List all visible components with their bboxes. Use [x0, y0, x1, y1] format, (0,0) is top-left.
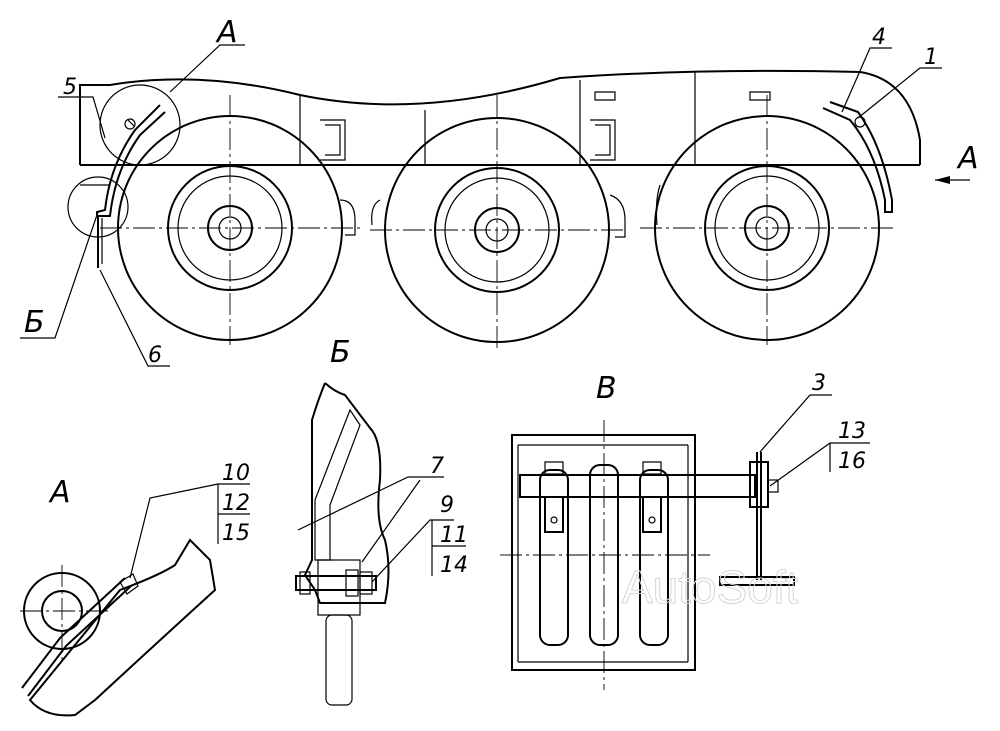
callout-1: 1 — [924, 45, 938, 70]
main-detail-a-label: А — [215, 15, 238, 50]
callout-7: 7 — [430, 454, 444, 479]
detail-b-view — [295, 382, 454, 706]
callout-9: 9 — [440, 493, 454, 518]
watermark: AutoSoft — [622, 561, 799, 613]
detail-a-title: А — [48, 475, 71, 510]
trailer-side-view — [20, 44, 970, 367]
callout-11: 11 — [440, 523, 468, 548]
detail-b-circle — [67, 176, 129, 238]
main-detail-b-label: Б — [24, 305, 45, 340]
wheel-1 — [100, 95, 360, 345]
callout-4: 4 — [872, 25, 886, 50]
wheel-3 — [640, 95, 895, 345]
callout-10: 10 — [222, 461, 250, 486]
view-v-title: В — [596, 371, 617, 406]
detail-b-title: Б — [330, 335, 351, 370]
detail-a-circle — [99, 84, 181, 166]
callout-13: 13 — [838, 419, 866, 444]
callout-12: 12 — [222, 491, 250, 516]
callout-16: 16 — [838, 449, 866, 474]
detail-a-view — [20, 483, 219, 717]
callout-15: 15 — [222, 521, 250, 546]
wheel-2 — [370, 95, 625, 350]
callout-14: 14 — [440, 553, 468, 578]
callout-5: 5 — [63, 75, 77, 100]
section-arrow-label: А — [956, 141, 979, 176]
callout-3: 3 — [812, 371, 826, 396]
callout-6: 6 — [148, 343, 162, 368]
view-v — [500, 394, 870, 690]
